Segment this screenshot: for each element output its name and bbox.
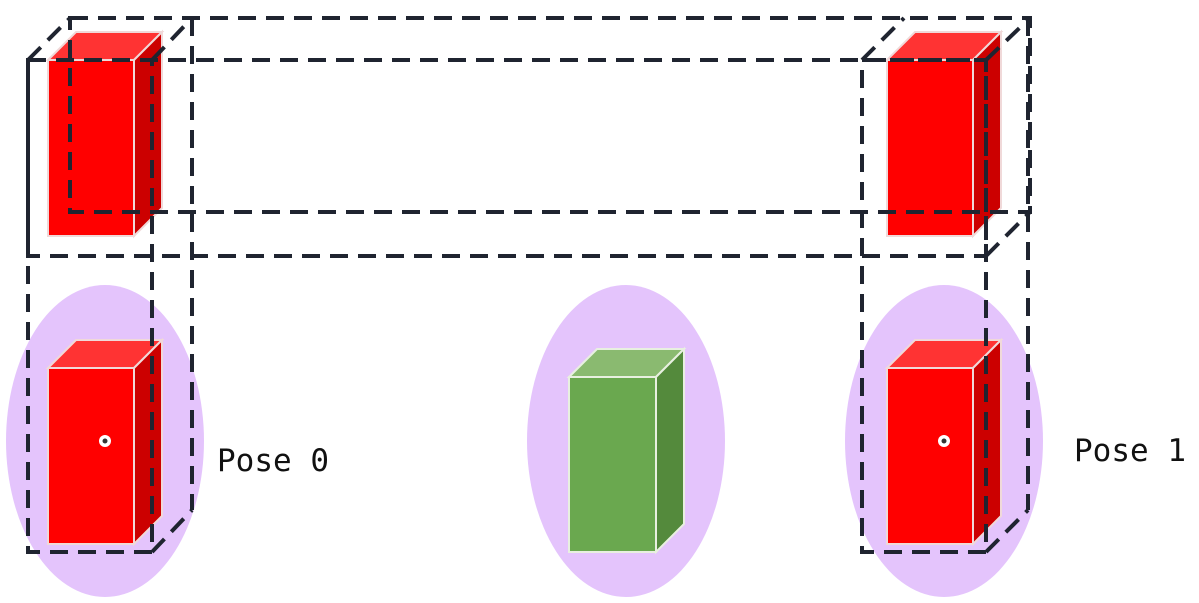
red-box-top-left [45,29,165,239]
pose-1-label: Pose 1 [1074,433,1186,469]
dashed-bounding-frames [26,16,1032,554]
green-box-center [566,346,687,555]
dashed-back-box [68,16,1032,214]
dashed-right-column-front [860,58,988,554]
red-box-pose-0 [45,337,165,547]
red-box-pose-1 [884,337,1004,547]
red-box-top-right [884,29,1004,239]
pose-0-label: Pose 0 [217,443,329,479]
dashed-left-column-front [26,58,154,554]
dashed-front-box [26,58,988,258]
